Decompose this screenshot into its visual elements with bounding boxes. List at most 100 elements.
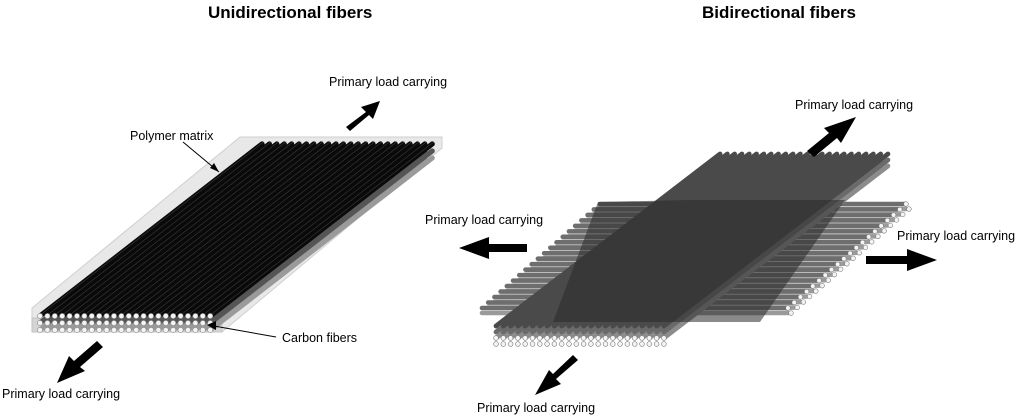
fiber-end	[862, 244, 869, 250]
fiber-end	[878, 223, 884, 229]
fiber-end	[185, 320, 191, 326]
fiber-end	[804, 288, 810, 295]
fiber-end	[111, 313, 117, 319]
carbon-fiber	[207, 141, 435, 319]
carbon-fiber	[192, 141, 420, 319]
fiber-end	[177, 327, 184, 333]
fiber-highlight	[181, 141, 405, 315]
carbon-fiber	[185, 141, 413, 319]
load-label-bi-left: Primary load carrying	[425, 213, 544, 227]
fiber-end	[118, 327, 125, 333]
fiber-end	[118, 320, 125, 326]
fiber-end	[148, 313, 154, 319]
fiber-end	[551, 341, 558, 347]
fiber-highlight	[70, 141, 294, 315]
arrow-icon	[807, 117, 856, 157]
fiber-end	[646, 341, 652, 347]
fiber-end	[831, 272, 838, 278]
fiber-end	[51, 327, 58, 333]
fiber-end	[515, 335, 521, 341]
fiber-end	[631, 335, 638, 341]
fiber-end	[74, 320, 80, 326]
fiber-end	[96, 327, 103, 333]
fiber-end	[573, 341, 579, 347]
fiber-end	[111, 327, 117, 333]
fiber-end	[866, 234, 872, 240]
fiber-end	[59, 327, 66, 333]
fiber-end	[844, 261, 850, 267]
carbon-fiber	[155, 141, 383, 319]
fiber-end	[140, 320, 147, 326]
fiber-end	[653, 335, 660, 341]
fiber-ends	[785, 201, 912, 316]
fiber-end	[59, 313, 66, 319]
carbon-fiber	[59, 141, 287, 319]
fiber-end	[185, 327, 191, 333]
fiber-end	[807, 293, 813, 300]
fiber-end	[125, 327, 132, 333]
fiber-end	[887, 222, 893, 229]
unidirectional-laminate	[31, 136, 443, 333]
carbon-fiber	[163, 141, 391, 319]
fiber-end	[51, 320, 58, 326]
fiber-end	[566, 341, 572, 347]
fiber-end	[148, 327, 154, 333]
fiber-end	[199, 320, 206, 326]
fiber-end	[800, 299, 807, 305]
carbon-fiber	[103, 141, 332, 319]
fiber-end	[869, 239, 875, 245]
fiber-end	[162, 327, 169, 333]
fiber-end	[558, 341, 565, 347]
fiber-end	[170, 327, 177, 333]
fiber-end	[155, 327, 162, 333]
carbon-fiber	[89, 141, 317, 319]
fiber-end	[573, 335, 579, 341]
fiber-highlight	[152, 141, 375, 315]
fiber-end	[558, 335, 565, 341]
load-label-uni-top: Primary load carrying	[329, 75, 448, 89]
fiber-end	[900, 211, 906, 218]
fiber-end	[155, 313, 162, 319]
fiber-end	[118, 313, 125, 319]
fiber-end	[177, 313, 184, 319]
fiber-end	[544, 335, 550, 341]
carbon-fiber	[126, 141, 354, 319]
fiber-highlight	[137, 141, 361, 315]
fiber-end	[537, 335, 543, 341]
fiber-end	[788, 310, 794, 316]
fiber-end	[838, 266, 844, 272]
fiber-end	[140, 313, 147, 319]
fiber-highlight	[55, 141, 279, 315]
fiber-end	[588, 341, 594, 347]
fiber-end	[74, 313, 80, 319]
carbon-fiber	[111, 141, 339, 319]
fiber-end	[828, 267, 835, 273]
carbon-fiber	[170, 141, 398, 319]
carbon-fiber	[81, 141, 309, 319]
fiber-end	[897, 206, 903, 213]
fiber-end	[81, 320, 88, 326]
fiber-end	[88, 313, 95, 319]
fiber-end	[148, 320, 154, 326]
arrow-icon	[346, 101, 380, 131]
carbon-fiber	[37, 141, 265, 319]
fiber-end	[81, 327, 88, 333]
fiber-end	[544, 341, 550, 347]
fiber-end	[653, 341, 660, 347]
fiber-end	[822, 272, 828, 278]
fiber-end	[51, 313, 58, 319]
fiber-end	[529, 341, 536, 347]
fiber-end	[44, 313, 51, 319]
fiber-end	[884, 217, 890, 224]
fiber-end	[66, 320, 73, 326]
fiber-end	[646, 335, 652, 341]
fiber-end	[133, 313, 140, 319]
fiber-end	[610, 341, 616, 347]
fiber-end	[170, 313, 177, 319]
fiber-end	[37, 327, 43, 333]
fiber-end	[37, 313, 43, 319]
fiber-highlight	[144, 141, 368, 315]
fiber-end	[624, 341, 631, 347]
fiber-end	[602, 335, 609, 341]
fiber-end	[500, 335, 506, 341]
